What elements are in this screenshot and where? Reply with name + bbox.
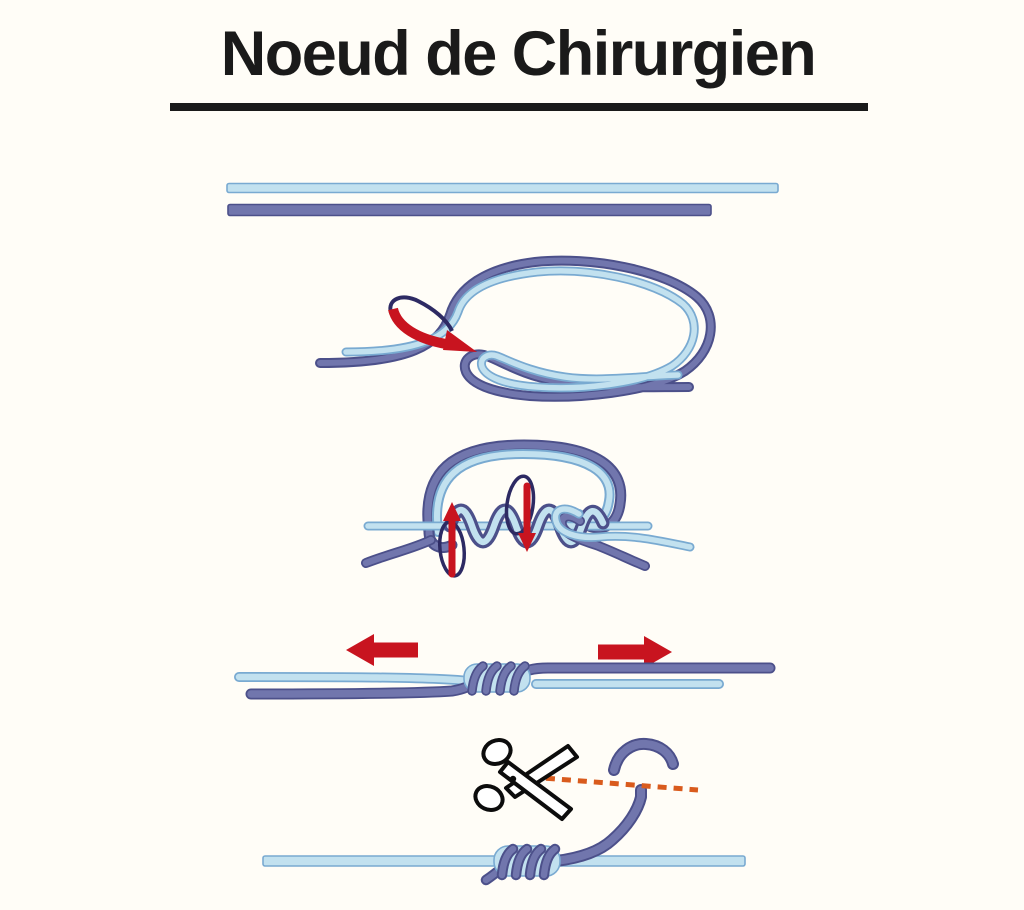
rotate-up-arrow-icon [437, 502, 467, 578]
cut-dashed-line [529, 774, 699, 793]
knot-coils [480, 843, 561, 886]
step-1-lay-lines [226, 182, 779, 217]
dark-rope [227, 203, 712, 217]
rope-tails-right [551, 504, 695, 571]
pull-right-arrow-icon [598, 636, 672, 668]
knot-coils [463, 661, 531, 696]
light-rope [341, 266, 699, 393]
pull-left-arrow-icon [346, 634, 418, 666]
light-rope [226, 182, 779, 194]
scissors-icon [473, 738, 579, 821]
dark-rope-tag-end [550, 784, 647, 867]
rotate-down-arrow-icon [504, 474, 536, 552]
step-3-wrap-twists [361, 439, 695, 578]
title-underline [170, 103, 868, 111]
light-rope [234, 672, 724, 689]
wrap-direction-arrow-icon [388, 295, 477, 352]
cut-off-piece [608, 737, 679, 776]
step-2-form-loop [315, 255, 716, 402]
step-4-pull-tight [234, 634, 776, 700]
step-5-trim-tag [262, 737, 746, 886]
page-title: Noeud de Chirurgien [220, 19, 817, 89]
